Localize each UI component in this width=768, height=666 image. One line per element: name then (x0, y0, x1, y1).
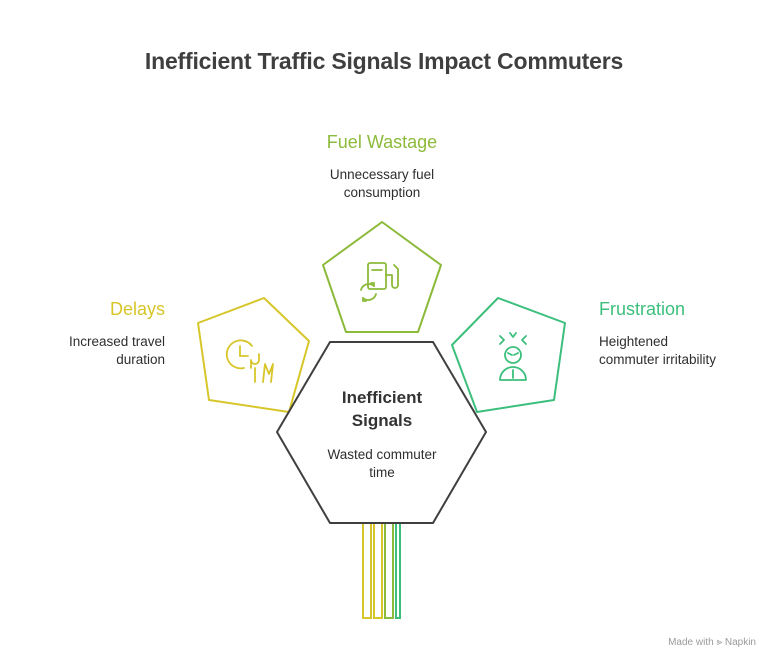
center-title-line1: Inefficient (341, 388, 423, 407)
frustration-pentagon (451, 297, 566, 413)
napkin-credit: Made with ⪢ Napkin (668, 637, 756, 648)
delays-pentagon (197, 297, 310, 413)
fuel-desc-line2: consumption (343, 185, 421, 200)
center-title-line2: Signals (351, 411, 413, 430)
delays-desc-line2: duration (116, 352, 165, 367)
frustration-desc-line2: commuter irritability (599, 352, 717, 367)
center-desc-line2: time (369, 465, 395, 480)
fuel-desc: Unnecessary fuel consumption (282, 166, 482, 202)
delays-desc-line1: Increased travel (68, 334, 165, 349)
center-desc-line1: Wasted commuter (327, 447, 437, 462)
fuel-desc-line1: Unnecessary fuel (329, 167, 435, 182)
stem-lines (362, 522, 401, 619)
diagram-title: Inefficient Traffic Signals Impact Commu… (144, 48, 624, 74)
center-hexagon (276, 341, 487, 524)
frustration-desc-line1: Heightened (599, 334, 669, 349)
frustration-desc: Heightened commuter irritability (599, 333, 759, 369)
center-desc: Wasted commuter time (282, 446, 482, 482)
clock-road-icon (225, 339, 274, 383)
fuel-pump-icon (360, 262, 399, 302)
fuel-pentagon (322, 221, 442, 333)
fuel-heading: Fuel Wastage (326, 132, 438, 152)
delays-heading: Delays (109, 299, 165, 319)
frustration-heading: Frustration (599, 299, 686, 319)
center-title: Inefficient Signals (282, 386, 482, 432)
delays-desc: Increased travel duration (20, 333, 165, 369)
frustrated-person-icon (499, 332, 527, 381)
